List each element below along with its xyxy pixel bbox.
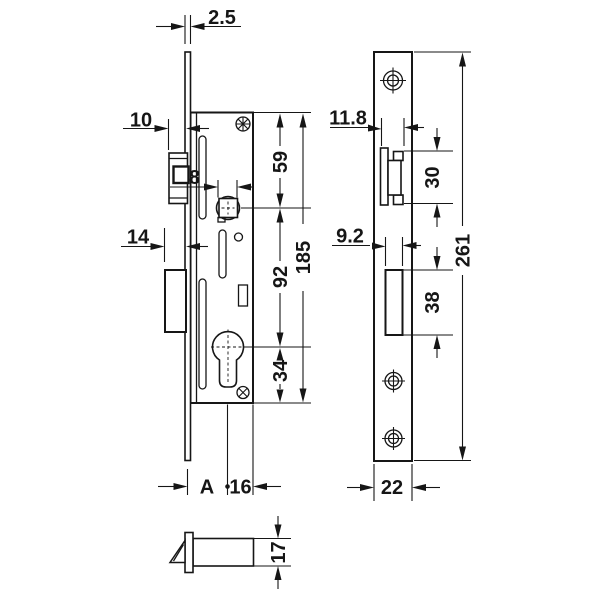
- faceplate-screw-middle: [382, 369, 405, 393]
- latch-section-square: [172, 165, 190, 185]
- spindle-follower: [215, 195, 241, 223]
- faceplate-edge: [184, 51, 192, 462]
- faceplate-screw-bottom: [382, 427, 405, 450]
- dim-deadbolt-cutout-width: 9.2: [332, 226, 421, 266]
- faceplate-front: [373, 51, 413, 462]
- dim-follower-square: 8: [170, 167, 254, 198]
- dim-label-10: 10: [130, 110, 152, 132]
- dim-faceplate-thickness: 2.5: [156, 7, 241, 44]
- dim-case-length: 185: [293, 113, 315, 403]
- dim-latch-projection: 10: [123, 110, 209, 150]
- dim-label-30: 30: [422, 166, 444, 188]
- dim-label-A: A: [200, 477, 214, 499]
- side-view-extension-lines: [241, 111, 311, 404]
- dim-latch-height: 17: [253, 516, 291, 589]
- dim-label-14: 14: [127, 227, 150, 249]
- case-screw-bottom: [236, 385, 250, 400]
- latch-body-top-view: [192, 537, 255, 567]
- cylinder-profile: [211, 329, 245, 388]
- dim-latch-cutout-height: 30: [404, 128, 453, 227]
- faceplate-view: 11.8 30 9.2: [329, 51, 475, 501]
- dim-faceplate-length: 261: [414, 51, 475, 462]
- dim-backset: A 16: [158, 404, 281, 499]
- dim-latch-cutout-width: 11.8: [329, 108, 424, 146]
- case-slots: [198, 135, 249, 390]
- deadbolt-cutout: [384, 269, 404, 336]
- dim-deadbolt-projection: 14: [121, 227, 208, 262]
- case-screw-top: [235, 116, 251, 132]
- dim-chain-59-92-34: 59 92 34: [270, 113, 292, 403]
- latch-bolt-side: [168, 152, 190, 205]
- dim-label-16: 16: [229, 477, 251, 499]
- dim-label-11-8: 11.8: [329, 108, 367, 130]
- side-view: 2.5 10 8 14: [121, 7, 315, 499]
- dim-deadbolt-cutout-height: 38: [402, 247, 453, 358]
- dim-label-261: 261: [453, 234, 475, 267]
- dim-faceplate-width: 22: [347, 464, 440, 501]
- dim-label-8: 8: [189, 167, 200, 189]
- latch-bevel: [168, 538, 186, 564]
- latch-face-bar: [184, 531, 194, 574]
- dim-label-38: 38: [422, 291, 444, 313]
- latch-detail-view: 17: [168, 516, 291, 589]
- dim-label-92: 92: [270, 266, 292, 288]
- deadbolt-side: [164, 269, 187, 333]
- dim-label-185: 185: [293, 241, 315, 274]
- dim-label-17: 17: [268, 541, 290, 563]
- dim-label-2-5: 2.5: [208, 7, 236, 29]
- faceplate-screw-top: [380, 67, 406, 94]
- dim-label-9-2: 9.2: [336, 226, 364, 248]
- dim-label-22: 22: [381, 477, 403, 499]
- dim-label-59: 59: [270, 151, 292, 173]
- axis-dot: [225, 484, 230, 489]
- dim-label-34: 34: [270, 359, 292, 382]
- latch-cutout: [379, 147, 404, 206]
